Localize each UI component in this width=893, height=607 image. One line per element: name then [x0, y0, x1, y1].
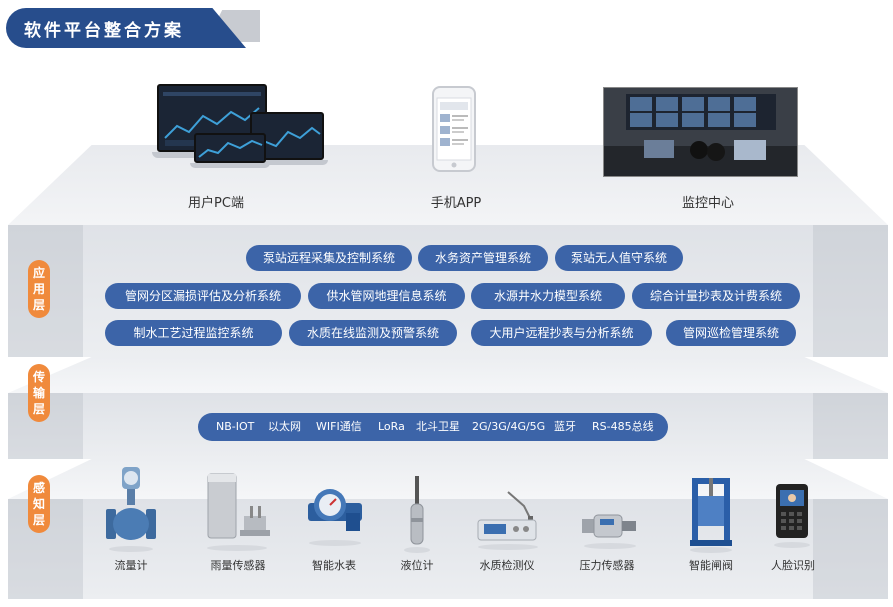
app-system-pill: 管网巡检管理系统	[666, 320, 796, 346]
header-banner	[6, 8, 246, 48]
sensor-caption: 液位计	[400, 559, 434, 572]
flowmeter-icon	[106, 467, 156, 552]
page-title: 软件平台整合方案	[24, 21, 184, 41]
app-system-pill: 水务资产管理系统	[418, 245, 548, 271]
transport-top-surface	[8, 357, 888, 393]
water-meter-icon	[308, 489, 362, 546]
layer-label-transport: 传输层	[28, 364, 50, 422]
face-recognition-icon	[774, 484, 810, 548]
pressure-sensor-icon	[582, 514, 636, 549]
transport-item: 2G/3G/4G/5G	[472, 420, 546, 433]
transport-item: NB-IOT	[216, 420, 255, 433]
app-system-pill: 供水管网地理信息系统	[308, 283, 465, 309]
sensor-caption: 流量计	[114, 559, 148, 572]
level-gauge-icon	[404, 476, 430, 553]
mobile-phone-icon	[432, 86, 476, 172]
transport-item: 北斗卫星	[416, 420, 460, 433]
layer-label-application: 应用层	[28, 260, 50, 318]
app-system-pill: 水质在线监测及预警系统	[289, 320, 457, 346]
app-system-pill: 泵站无人值守系统	[555, 245, 683, 271]
layer-label-perception: 感知层	[28, 475, 50, 533]
perception-top-surface	[8, 459, 888, 499]
sensor-caption: 人脸识别	[771, 559, 815, 572]
sensor-caption: 雨量传感器	[210, 559, 266, 572]
transport-item: WIFI通信	[316, 420, 362, 433]
control-room-icon	[603, 87, 798, 177]
sensor-caption: 智能闸阀	[689, 559, 733, 572]
transport-item: LoRa	[378, 420, 405, 433]
app-system-pill: 制水工艺过程监控系统	[105, 320, 282, 346]
sensor-caption: 压力传感器	[579, 559, 635, 572]
app-system-pill: 水源井水力模型系统	[471, 283, 625, 309]
device-caption-pc: 用户PC端	[188, 196, 244, 211]
device-caption-control-center: 监控中心	[681, 196, 734, 211]
device-caption-mobile: 手机APP	[430, 196, 482, 211]
rain-gauge-icon	[207, 473, 270, 551]
app-system-pill: 大用户远程抄表与分析系统	[471, 320, 652, 346]
section-header: 软件平台整合方案	[6, 8, 260, 50]
sensor-caption: 水质检测仪	[479, 559, 535, 572]
transport-protocol-bar: NB-IOT 以太网 WIFI通信 LoRa 北斗卫星 2G/3G/4G/5G …	[198, 413, 668, 441]
sluice-gate-icon	[690, 478, 732, 553]
app-system-pill: 综合计量抄表及计费系统	[632, 283, 800, 309]
water-quality-analyzer-icon	[477, 491, 538, 550]
transport-item: 以太网	[268, 420, 301, 433]
transport-item: RS-485总线	[592, 420, 654, 433]
app-system-pill: 管网分区漏损评估及分析系统	[105, 283, 301, 309]
sensor-caption: 智能水表	[312, 559, 356, 572]
transport-item: 蓝牙	[554, 420, 576, 433]
app-system-pill: 泵站远程采集及控制系统	[246, 245, 412, 271]
